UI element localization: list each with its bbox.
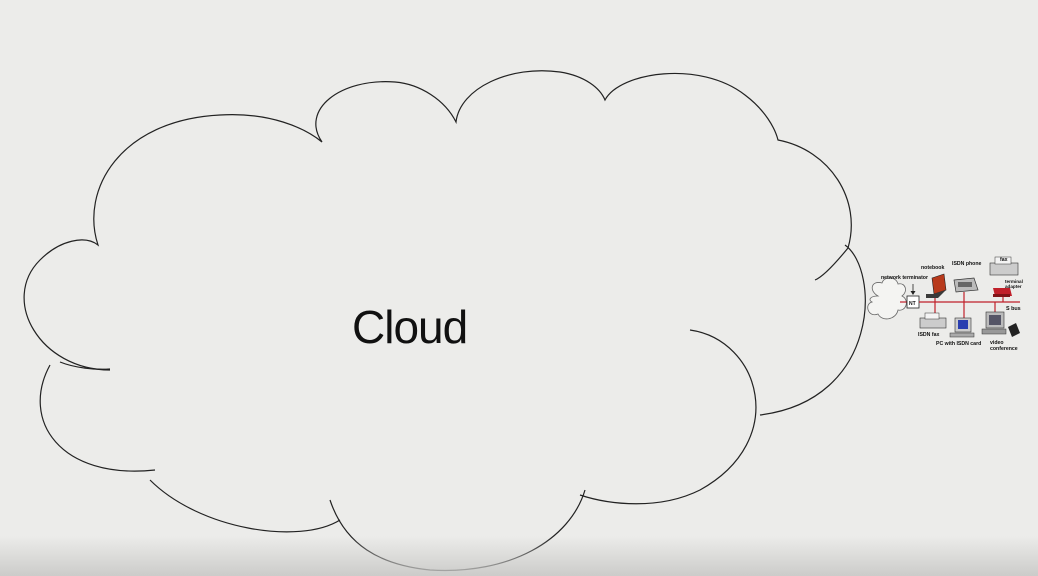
- conference-label: conference: [990, 346, 1018, 352]
- isdn-phone-icon: [953, 277, 979, 293]
- s-bus-label: S bus: [1006, 306, 1021, 312]
- notebook-icon: [926, 273, 947, 298]
- s-bus-line: [919, 292, 1020, 320]
- adapter-label: adapter: [1005, 284, 1022, 289]
- isdn-phone-label: ISDN phone: [952, 261, 982, 267]
- pc-with-isdn-card-icon: [949, 317, 975, 338]
- isdn-fax-icon: [919, 312, 947, 329]
- isdn-diagram: NT network terminator S bus notebook ISD…: [867, 256, 1023, 352]
- terminal-adapter-icon: [993, 288, 1012, 297]
- large-cloud-shape: [23, 70, 866, 572]
- video-label: video: [990, 340, 1004, 346]
- terminal-label: terminal: [1005, 279, 1023, 284]
- nt-box-label: NT: [909, 301, 916, 307]
- isdn-fax-label: ISDN fax: [918, 332, 939, 338]
- notebook-label: notebook: [921, 265, 944, 271]
- fax-label: fax: [1000, 257, 1008, 263]
- small-cloud-icon: [867, 277, 907, 320]
- pc-with-isdn-card-label: PC with ISDN card: [936, 341, 981, 347]
- network-terminator-label: network terminator: [881, 275, 928, 281]
- video-conference-icon: [981, 311, 1020, 337]
- fax-icon: [989, 256, 1019, 276]
- cloud-label: Cloud: [352, 301, 468, 353]
- bottom-fade: [0, 536, 1038, 576]
